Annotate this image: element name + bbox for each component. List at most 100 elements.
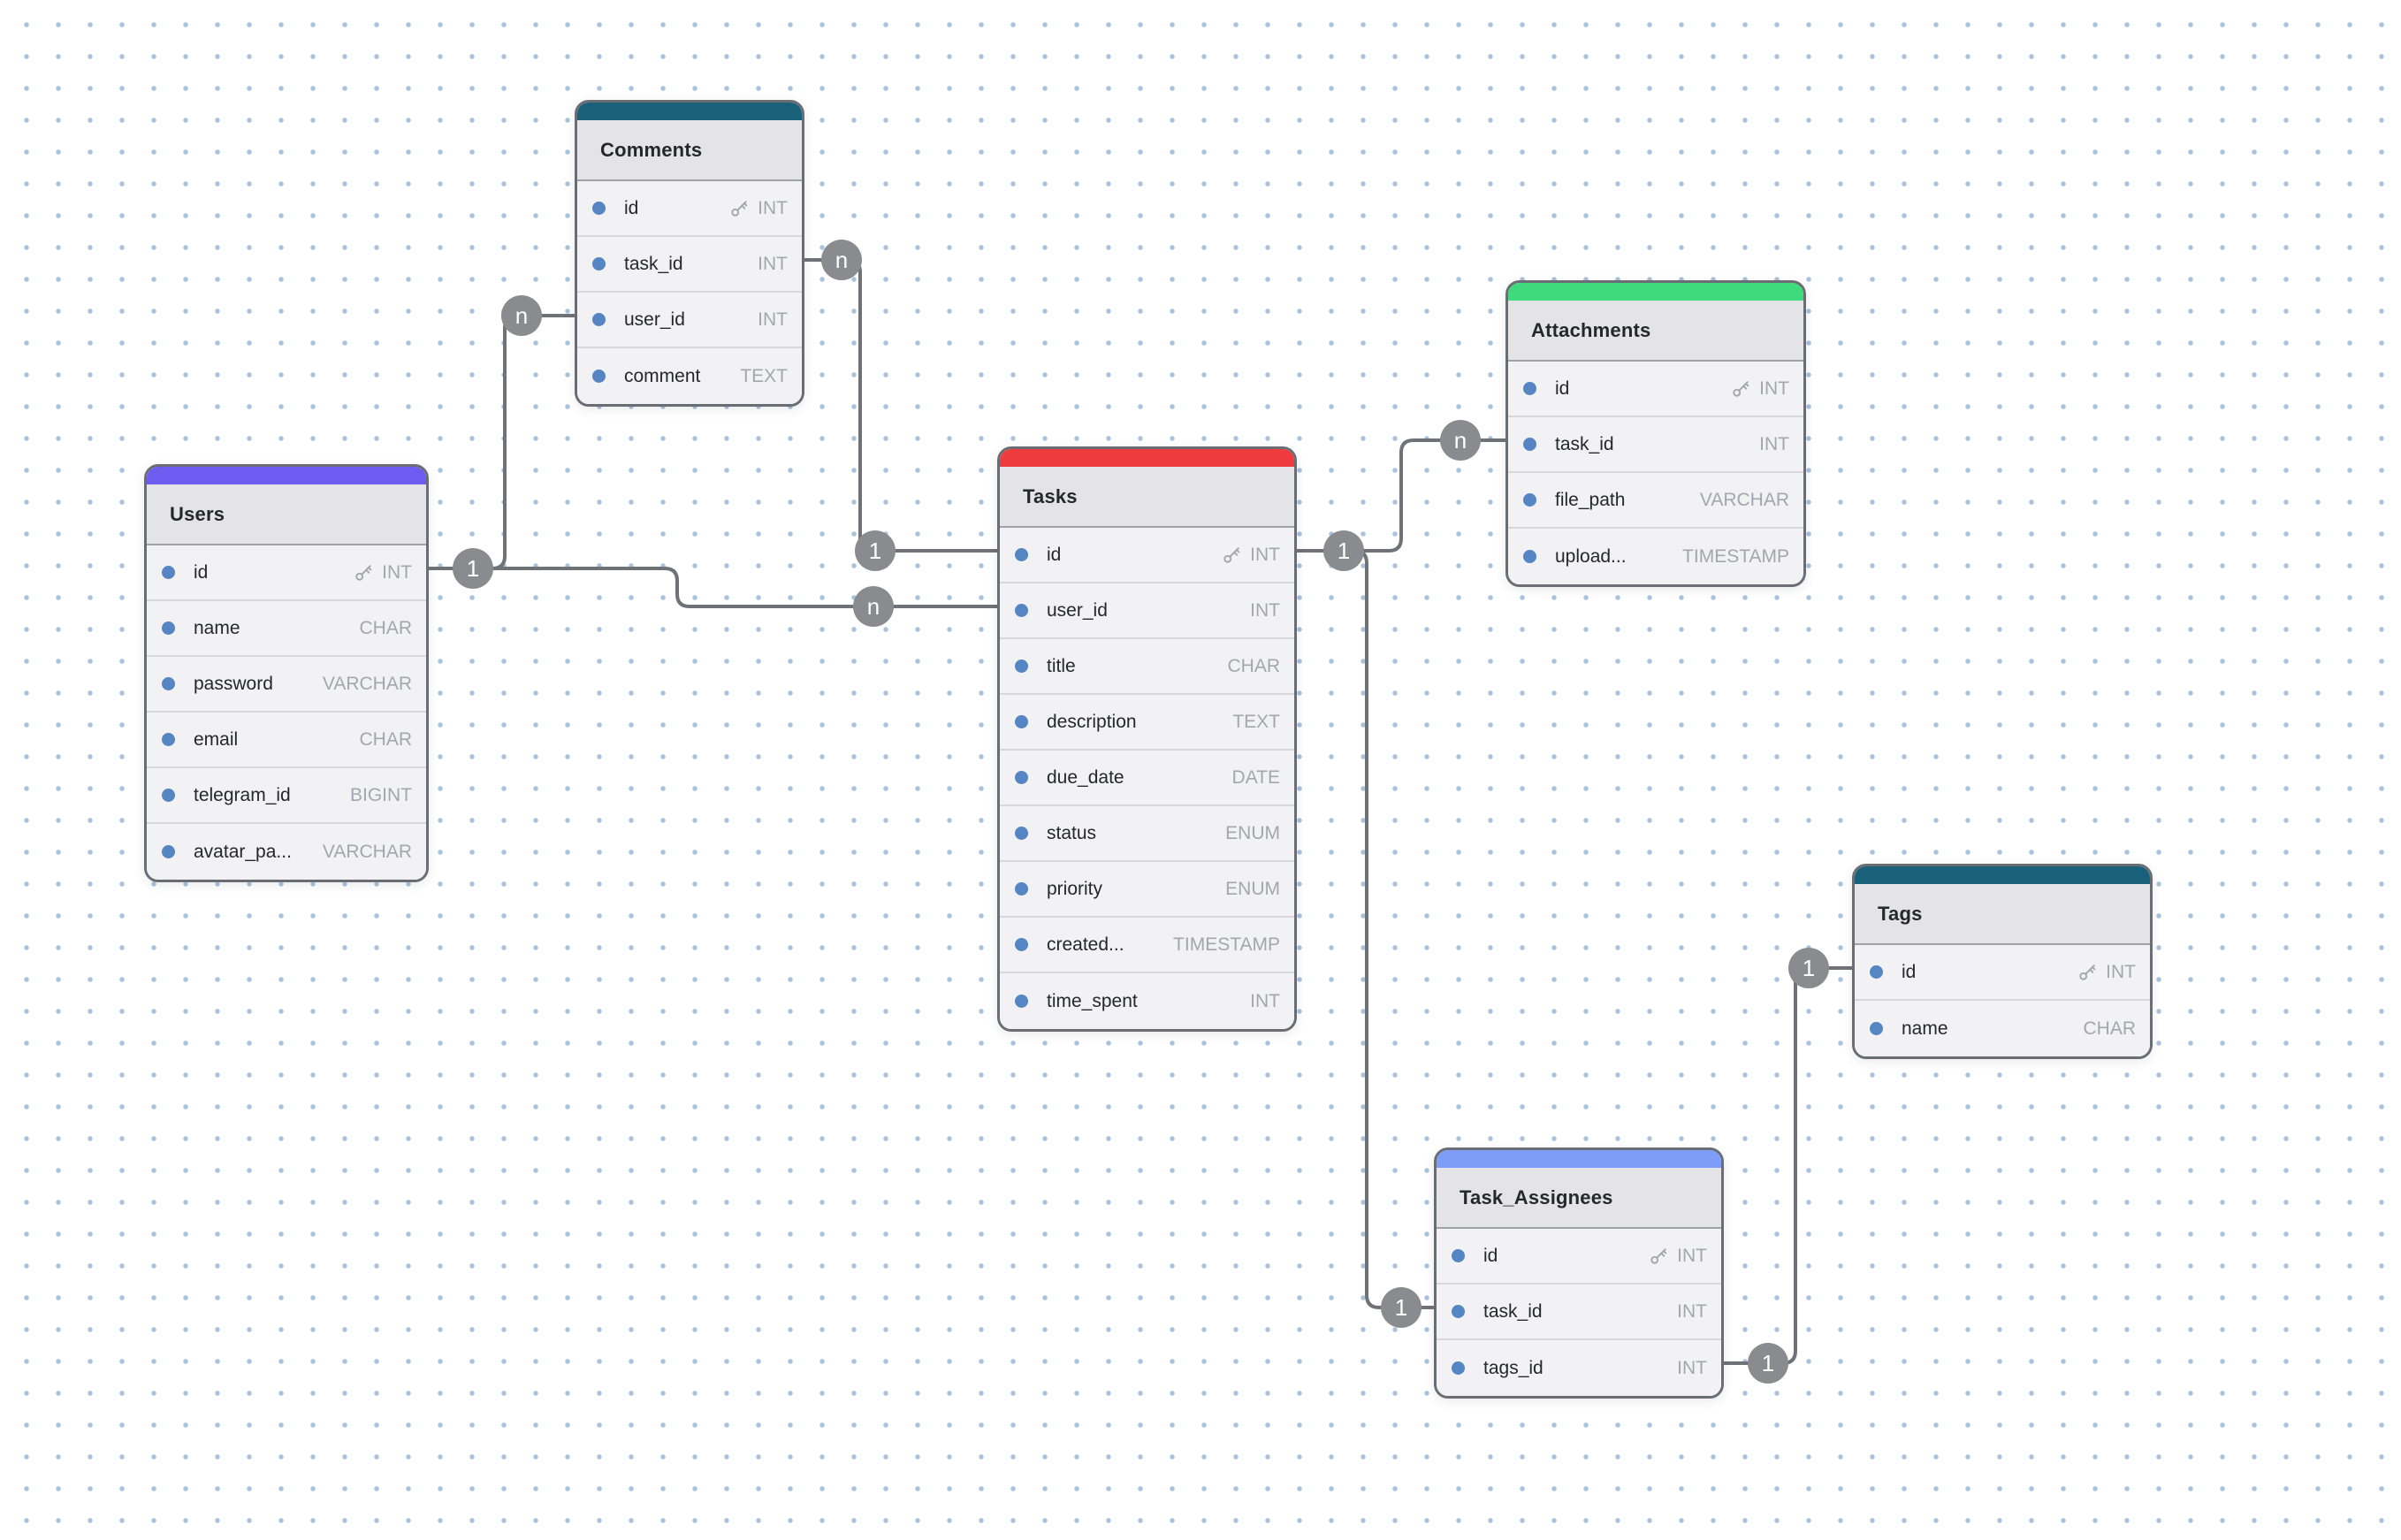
field-dot-icon	[162, 566, 175, 579]
field-name: telegram_id	[194, 785, 350, 806]
table-accent-strip	[1437, 1150, 1721, 1168]
field-type: INT	[382, 562, 412, 583]
field-row-user_id[interactable]: user_idINT	[1000, 583, 1294, 639]
table-header-attachments[interactable]: Attachments	[1508, 301, 1803, 362]
field-row-id[interactable]: idINT	[1000, 528, 1294, 583]
key-icon	[1649, 1246, 1669, 1266]
field-dot-icon	[162, 845, 175, 858]
field-dot-icon	[1015, 715, 1028, 728]
field-type: CHAR	[2083, 1018, 2136, 1040]
field-dot-icon	[1015, 604, 1028, 617]
field-name: id	[194, 562, 354, 583]
field-row-id[interactable]: idINT	[1437, 1229, 1721, 1285]
field-dot-icon	[162, 621, 175, 635]
field-row-task_id[interactable]: task_idINT	[1437, 1285, 1721, 1340]
cardinality-badge: n	[853, 586, 894, 627]
table-task_assignees[interactable]: Task_AssigneesidINTtask_idINTtags_idINT	[1434, 1147, 1724, 1399]
field-name: upload...	[1555, 546, 1682, 568]
field-row-telegram_id[interactable]: telegram_idBIGINT	[147, 768, 426, 824]
field-dot-icon	[592, 313, 606, 326]
field-name: name	[194, 618, 359, 639]
table-comments[interactable]: CommentsidINTtask_idINTuser_idINTcomment…	[575, 100, 804, 407]
table-header-task_assignees[interactable]: Task_Assignees	[1437, 1168, 1721, 1229]
field-dot-icon	[1015, 659, 1028, 673]
field-row-email[interactable]: emailCHAR	[147, 713, 426, 768]
field-row-created[interactable]: created...TIMESTAMP	[1000, 918, 1294, 973]
field-row-description[interactable]: descriptionTEXT	[1000, 695, 1294, 751]
field-name: comment	[624, 366, 740, 387]
field-dot-icon	[1452, 1249, 1465, 1262]
table-title-label: Users	[170, 503, 225, 526]
field-row-status[interactable]: statusENUM	[1000, 806, 1294, 862]
relationship-edge-0[interactable]	[429, 316, 575, 568]
cardinality-badge: 1	[855, 530, 896, 571]
field-dot-icon	[1015, 827, 1028, 840]
field-type: INT	[1759, 434, 1789, 455]
field-row-time_spent[interactable]: time_spentINT	[1000, 973, 1294, 1029]
table-users[interactable]: UsersidINTnameCHARpasswordVARCHARemailCH…	[144, 464, 429, 882]
field-row-priority[interactable]: priorityENUM	[1000, 862, 1294, 918]
relationship-edge-5[interactable]	[1724, 968, 1852, 1363]
field-name: due_date	[1047, 767, 1232, 789]
field-name: task_id	[1483, 1301, 1677, 1323]
field-dot-icon	[162, 789, 175, 802]
field-name: password	[194, 674, 323, 695]
field-row-id[interactable]: idINT	[577, 181, 802, 237]
field-type: TIMESTAMP	[1682, 546, 1789, 568]
field-type: INT	[758, 198, 788, 219]
table-tasks[interactable]: TasksidINTuser_idINTtitleCHARdescription…	[997, 446, 1297, 1032]
field-type: INT	[758, 254, 788, 275]
field-name: task_id	[1555, 434, 1759, 455]
field-row-due_date[interactable]: due_dateDATE	[1000, 751, 1294, 806]
field-type: CHAR	[359, 618, 412, 639]
field-type: VARCHAR	[1700, 490, 1789, 511]
field-row-comment[interactable]: commentTEXT	[577, 348, 802, 404]
field-row-upload[interactable]: upload...TIMESTAMP	[1508, 529, 1803, 584]
table-attachments[interactable]: AttachmentsidINTtask_idINTfile_pathVARCH…	[1505, 280, 1806, 587]
field-name: created...	[1047, 934, 1173, 956]
field-row-id[interactable]: id INT	[147, 545, 426, 601]
field-dot-icon	[1015, 938, 1028, 951]
field-dot-icon	[1523, 550, 1536, 563]
field-row-user_id[interactable]: user_idINT	[577, 293, 802, 348]
table-header-tasks[interactable]: Tasks	[1000, 467, 1294, 528]
field-dot-icon	[592, 370, 606, 383]
field-row-name[interactable]: nameCHAR	[1855, 1001, 2150, 1056]
table-header-users[interactable]: Users	[147, 484, 426, 545]
table-tags[interactable]: TagsidINTnameCHAR	[1852, 864, 2153, 1059]
relationship-edge-1[interactable]	[429, 568, 997, 606]
field-row-id[interactable]: idINT	[1508, 362, 1803, 417]
field-row-file_path[interactable]: file_pathVARCHAR	[1508, 473, 1803, 529]
field-name: id	[1902, 962, 2077, 983]
field-dot-icon	[1870, 965, 1883, 979]
table-header-comments[interactable]: Comments	[577, 120, 802, 181]
cardinality-badge: 1	[1323, 530, 1364, 571]
field-row-id[interactable]: idINT	[1855, 945, 2150, 1001]
table-accent-strip	[577, 103, 802, 120]
field-row-avatar_pa[interactable]: avatar_pa...VARCHAR	[147, 824, 426, 880]
field-type: TIMESTAMP	[1173, 934, 1280, 956]
field-row-task_id[interactable]: task_idINT	[577, 237, 802, 293]
table-header-tags[interactable]: Tags	[1855, 884, 2150, 945]
cardinality-badge: 1	[1748, 1343, 1788, 1384]
relationship-edge-4[interactable]	[1297, 551, 1434, 1307]
field-type: INT	[1250, 991, 1280, 1012]
field-type: TEXT	[740, 366, 788, 387]
field-type: BIGINT	[350, 785, 412, 806]
field-dot-icon	[1523, 493, 1536, 507]
cardinality-badge: n	[1440, 420, 1481, 461]
field-name: id	[1047, 545, 1222, 566]
field-row-name[interactable]: nameCHAR	[147, 601, 426, 657]
relationship-edge-3[interactable]	[1297, 440, 1505, 551]
field-row-title[interactable]: titleCHAR	[1000, 639, 1294, 695]
field-row-tags_id[interactable]: tags_idINT	[1437, 1340, 1721, 1396]
field-type: INT	[1677, 1246, 1707, 1267]
table-title-label: Tasks	[1023, 485, 1078, 508]
field-row-password[interactable]: passwordVARCHAR	[147, 657, 426, 713]
field-name: email	[194, 729, 359, 751]
field-name: description	[1047, 712, 1232, 733]
field-type: INT	[1677, 1358, 1707, 1379]
field-row-task_id[interactable]: task_idINT	[1508, 417, 1803, 473]
relationship-edge-2[interactable]	[804, 260, 997, 551]
